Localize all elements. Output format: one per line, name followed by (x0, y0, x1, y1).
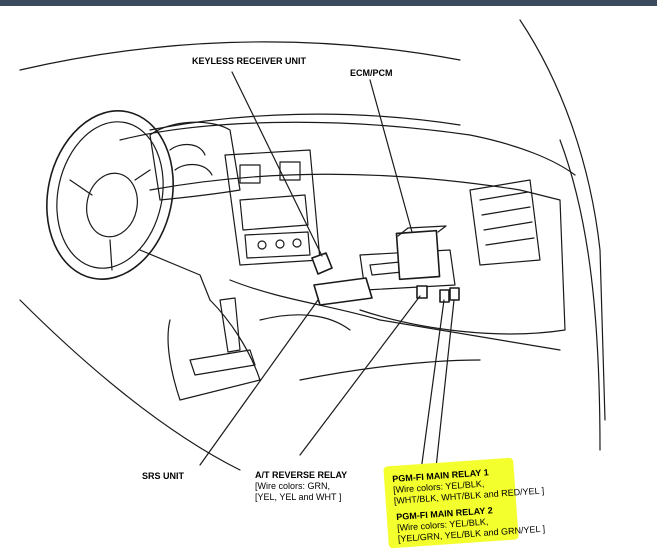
steering-column (139, 249, 211, 301)
windshield-line (19, 41, 461, 71)
at-wire-line-1: [Wire colors: GRN, (255, 481, 331, 491)
tunnel (259, 314, 351, 331)
dash-lower (229, 279, 561, 351)
keyless-title: KEYLESS RECEIVER UNIT (192, 56, 307, 66)
dash-face (149, 173, 566, 335)
steering-wheel-inner (56, 121, 164, 269)
pgm-fi-relay-1 (439, 289, 450, 303)
console (167, 299, 261, 401)
radio (239, 194, 309, 231)
dash-upper-edge (149, 113, 461, 131)
at-wire-line-2: [YEL, YEL and WHT ] (255, 492, 342, 502)
steering-wheel-outer (46, 110, 174, 280)
window-top-bar (0, 0, 657, 6)
a-pillar (519, 19, 606, 421)
leader-srs (199, 299, 319, 466)
dash-top (119, 121, 576, 176)
srs-title: SRS UNIT (142, 471, 185, 481)
ecm-pcm-module (395, 229, 441, 281)
floor-line (19, 299, 241, 471)
ecm-title: ECM/PCM (350, 68, 393, 78)
label-srs-unit: SRS UNIT (142, 471, 184, 482)
at-title: A/T REVERSE RELAY (255, 470, 348, 480)
pgm-fi-relay-2 (449, 287, 460, 301)
shifter (219, 297, 241, 353)
center-vent-1 (239, 164, 261, 184)
floor-line-2 (299, 359, 481, 381)
steering-hub (86, 172, 138, 238)
at-reverse-relay (416, 285, 428, 299)
label-ecm-pcm: ECM/PCM (350, 68, 393, 79)
label-at-reverse-relay: A/T REVERSE RELAY [Wire colors: GRN, [YE… (255, 470, 347, 503)
gear-gate (189, 349, 256, 376)
right-vent (469, 179, 541, 266)
leader-ecm (369, 79, 413, 233)
cluster-hood (149, 121, 241, 201)
leader-pgm1 (419, 299, 445, 479)
label-keyless-receiver-unit: KEYLESS RECEIVER UNIT (192, 56, 306, 67)
leader-keyless (231, 71, 323, 257)
cluster-dial-2 (174, 164, 213, 176)
srs-unit (313, 277, 373, 306)
cluster-dial-1 (169, 144, 206, 156)
door-edge (559, 139, 601, 451)
leader-at (299, 295, 421, 456)
hvac-controls (244, 231, 311, 259)
